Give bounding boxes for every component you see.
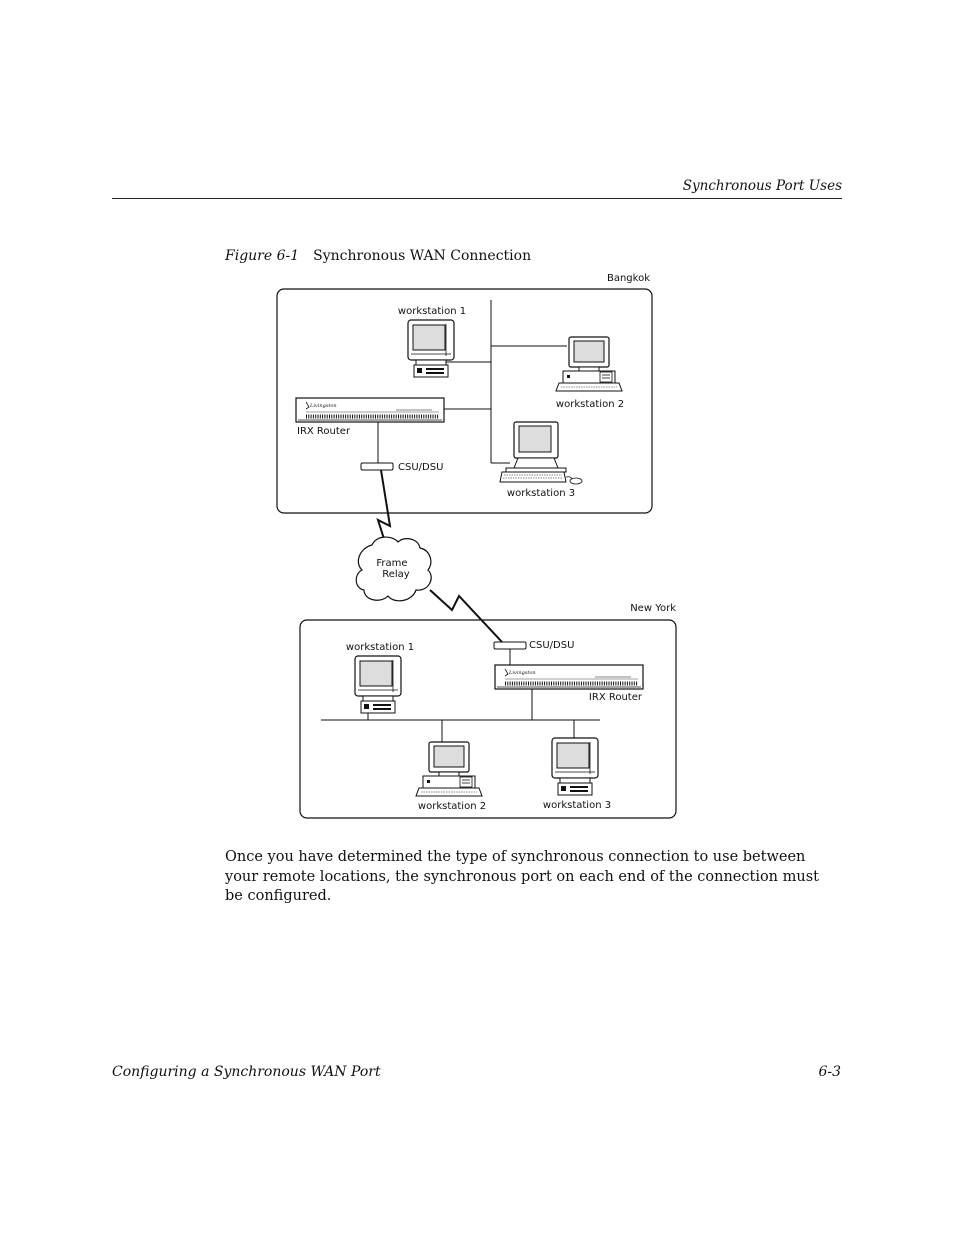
bangkok-csu-label: CSU/DSU <box>398 462 443 473</box>
bangkok-workstation2-label: workstation 2 <box>556 399 624 410</box>
newyork-workstation1-label: workstation 1 <box>346 642 414 653</box>
newyork-csu-label: CSU/DSU <box>529 640 574 651</box>
bangkok-router-icon <box>294 396 446 424</box>
newyork-workstation3-icon <box>551 737 599 796</box>
figure-title: Synchronous WAN Connection <box>313 248 532 264</box>
newyork-workstation1-icon <box>354 655 402 714</box>
bangkok-csu-icon <box>360 462 394 471</box>
newyork-router-label: IRX Router <box>589 692 643 703</box>
bangkok-wan-link <box>376 469 392 543</box>
bangkok-workstation2-icon <box>555 336 623 392</box>
newyork-csu-icon <box>493 641 527 650</box>
figure-number: Figure 6-1 <box>225 248 300 264</box>
newyork-workstation2-label: workstation 2 <box>418 801 486 812</box>
bangkok-workstation3-icon <box>499 421 583 485</box>
newyork-router-icon <box>493 663 645 691</box>
bangkok-workstation3-label: workstation 3 <box>507 488 575 499</box>
bangkok-workstation1-label: workstation 1 <box>398 306 466 317</box>
newyork-site-box <box>299 619 677 819</box>
header-rule <box>112 198 842 199</box>
newyork-workstation2-icon <box>415 741 483 797</box>
newyork-wan-link <box>429 589 503 643</box>
figure-caption: Figure 6-1 Synchronous WAN Connection <box>225 248 531 264</box>
frame-relay-cloud-icon <box>355 536 432 602</box>
body-paragraph: Once you have determined the type of syn… <box>225 849 819 904</box>
newyork-site-label: New York <box>630 603 676 614</box>
frame-relay-label-line1: Frame <box>376 558 407 569</box>
bangkok-workstation1-icon <box>407 319 455 378</box>
bangkok-router-label: IRX Router <box>297 426 351 437</box>
newyork-workstation3-label: workstation 3 <box>543 800 611 811</box>
footer-chapter-title: Configuring a Synchronous WAN Port <box>112 1064 381 1080</box>
running-header: Synchronous Port Uses <box>682 178 842 194</box>
footer-page-number: 6-3 <box>818 1064 841 1080</box>
bangkok-site-box <box>276 288 653 514</box>
frame-relay-label-line2: Relay <box>382 569 410 580</box>
bangkok-site-label: Bangkok <box>607 273 650 284</box>
